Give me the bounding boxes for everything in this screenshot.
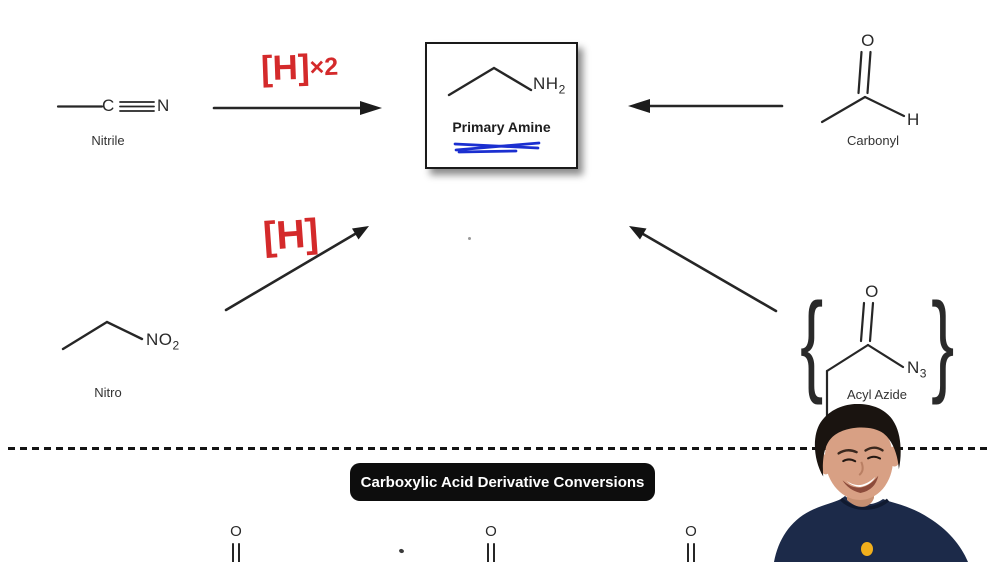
presenter-nose <box>858 461 864 476</box>
presenter-eye-left <box>842 458 857 463</box>
arrowhead-up-right <box>352 226 369 240</box>
presenter-mouth <box>842 475 879 493</box>
presenter-eye-right <box>867 455 882 460</box>
acyl-azide-brace-right: } <box>931 280 955 405</box>
azide-group-sub: 3 <box>919 366 927 381</box>
amine-group: NH2 <box>533 74 566 96</box>
acyl-azide-atom-o: O <box>865 282 879 301</box>
bottom-atom-o-3: O <box>685 523 697 540</box>
nitrile-atom-n: N <box>157 96 170 115</box>
reduction-multiplier: ×2 <box>309 52 339 82</box>
acyl-azide-group: N3 <box>907 358 927 380</box>
dashed-divider <box>8 447 992 450</box>
nitro-group-sub: 2 <box>172 338 180 353</box>
nitro-label: Nitro <box>94 385 122 400</box>
azide-group-main: N <box>907 358 920 377</box>
primary-amine-box <box>425 42 578 169</box>
arrow-azide-to-amine <box>641 232 778 313</box>
bottom-atom-o-1: O <box>230 523 242 540</box>
section-badge-label: Carboxylic Acid Derivative Conversions <box>360 473 645 491</box>
nitrile-triple-bond <box>119 101 155 112</box>
bottom-carbonyl-stubs <box>232 543 695 562</box>
presenter-teeth <box>846 476 876 487</box>
presenter-hair <box>814 403 901 477</box>
acyl-azide-label: Acyl Azide <box>847 387 907 402</box>
primary-amine-title: Primary Amine <box>452 119 551 135</box>
nitro-group-main: NO <box>146 330 173 349</box>
presenter-webcam <box>774 403 968 562</box>
arrowhead-left <box>628 99 650 113</box>
presenter-eyebrow-left <box>837 449 858 455</box>
presenter-shirt <box>774 496 968 562</box>
presenter-head <box>814 403 901 500</box>
arrowhead-right <box>360 101 382 115</box>
stray-speck <box>468 237 471 240</box>
nitro-skeleton <box>61 320 144 351</box>
carbonyl-atom-h: H <box>907 110 920 129</box>
nitro-group: NO2 <box>146 330 180 352</box>
presenter-collar <box>839 497 890 510</box>
arrowhead-up-left <box>629 226 647 240</box>
nitrile-label: Nitrile <box>91 133 125 148</box>
section-badge: Carboxylic Acid Derivative Conversions <box>350 463 655 501</box>
carbonyl-atom-o: O <box>861 31 875 50</box>
reduction-annotation-x2: [H]×2 <box>260 47 338 90</box>
reduction-annotation: [H] <box>261 211 320 259</box>
reduction-bracket: [H] <box>260 47 311 89</box>
nitrile-atom-c: C <box>102 96 115 115</box>
carbonyl-skeleton <box>820 50 906 124</box>
presenter-eyebrow-right <box>864 446 884 452</box>
presenter-shirt-logo <box>861 542 873 556</box>
bottom-atom-o-2: O <box>485 523 497 540</box>
acyl-azide-brace-left: { <box>800 280 824 405</box>
partial-structure-dot <box>398 548 405 554</box>
amine-group-main: NH <box>533 74 559 93</box>
amine-group-sub: 2 <box>558 82 566 97</box>
carbonyl-label: Carbonyl <box>846 133 900 148</box>
